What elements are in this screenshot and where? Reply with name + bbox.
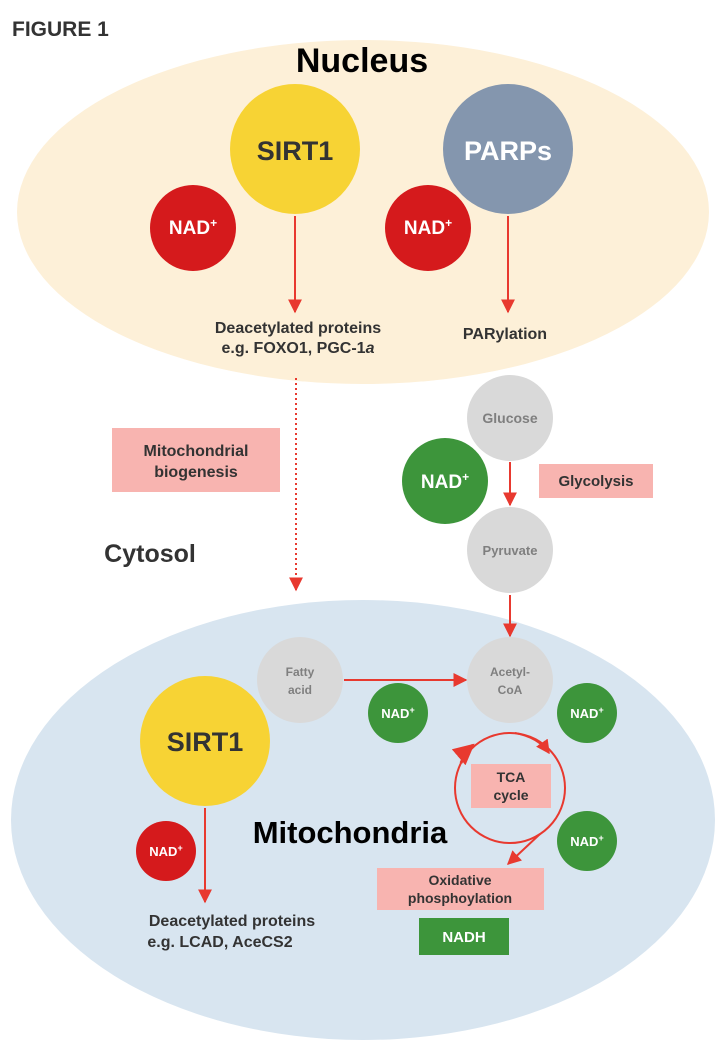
mito-biogenesis-line1: Mitochondrial — [144, 443, 249, 460]
nucleus-deacetylated-line2: e.g. FOXO1, PGC-1a — [222, 340, 375, 357]
nad-parps-label: NAD+ — [404, 216, 452, 239]
acetyl-coa-node — [467, 637, 553, 723]
tca-arrow-top-left — [451, 743, 475, 766]
acetyl-coa-line2: CoA — [498, 683, 523, 697]
nadh-label: NADH — [442, 929, 485, 946]
fatty-acid-line1: Fatty — [286, 665, 315, 679]
fatty-acid-node — [257, 637, 343, 723]
tca-line1: TCA — [497, 769, 526, 785]
nad-sirt1-mito-node — [136, 821, 196, 881]
sirt1-mito-label: SIRT1 — [167, 727, 244, 757]
glycolysis-label: Glycolysis — [558, 473, 633, 490]
arrow-tca-to-oxphos — [506, 833, 541, 865]
oxphos-box — [377, 868, 544, 910]
nadh-box — [419, 918, 509, 955]
nad-sirt1-nucleus-label: NAD+ — [169, 216, 217, 239]
oxphos-line2: phosphoylation — [408, 890, 512, 906]
pyruvate-node — [467, 507, 553, 593]
sirt1-nucleus-node — [230, 84, 360, 214]
sirt1-nucleus-label: SIRT1 — [257, 136, 334, 166]
mito-biogenesis-line2: biogenesis — [154, 464, 238, 481]
nad-tca-node — [557, 811, 617, 871]
mito-deacetylated-line2: e.g. LCAD, AceCS2 — [147, 934, 292, 951]
glycolysis-box — [539, 464, 653, 498]
nad-acetyl-label: NAD+ — [570, 705, 603, 721]
nad-glycolysis-label: NAD+ — [421, 470, 469, 493]
nad-tca-label: NAD+ — [570, 833, 603, 849]
fatty-acid-line2: acid — [288, 683, 312, 697]
parps-node — [443, 84, 573, 214]
sirt1-mito-node — [140, 676, 270, 806]
nucleus-title: Nucleus — [296, 42, 428, 80]
nad-sirt1-mito-label: NAD+ — [149, 843, 182, 859]
pyruvate-label: Pyruvate — [483, 543, 538, 558]
mitochondria-title: Mitochondria — [253, 815, 448, 850]
nucleus-deacetylated-line1: Deacetylated proteins — [215, 320, 381, 337]
tca-line2: cycle — [493, 787, 528, 803]
nad-fatty-label: NAD+ — [381, 705, 414, 721]
nad-glycolysis-node — [402, 438, 488, 524]
mito-deacetylated-line1: Deacetylated proteins — [149, 913, 315, 930]
mito-biogenesis-box — [112, 428, 280, 492]
cytosol-title: Cytosol — [104, 540, 196, 568]
parps-label: PARPs — [464, 136, 552, 166]
nad-sirt1-nucleus-node — [150, 185, 236, 271]
nad-fatty-node — [368, 683, 428, 743]
oxphos-line1: Oxidative — [428, 872, 491, 888]
glucose-label: Glucose — [482, 410, 537, 426]
parylation-label: PARylation — [463, 326, 547, 343]
tca-arrow-top-right — [514, 732, 550, 755]
figure-label: FIGURE 1 — [12, 18, 109, 41]
glucose-node — [467, 375, 553, 461]
tca-cycle-box — [471, 764, 551, 808]
nad-acetyl-node — [557, 683, 617, 743]
tca-cycle-ring — [454, 732, 566, 844]
nad-parps-node — [385, 185, 471, 271]
acetyl-coa-line1: Acetyl- — [490, 665, 530, 679]
